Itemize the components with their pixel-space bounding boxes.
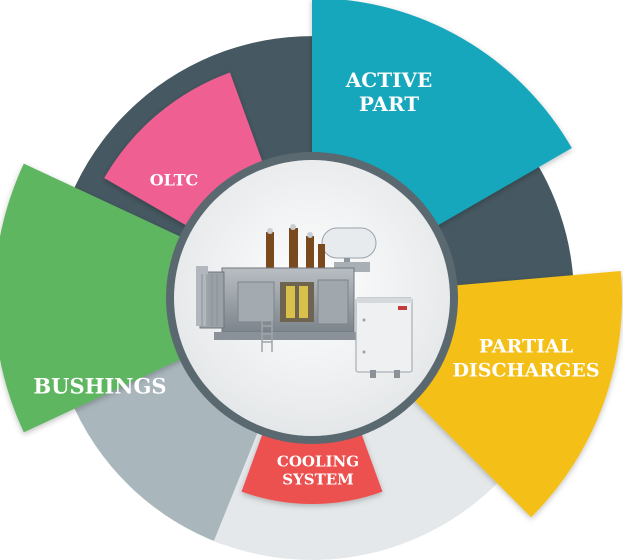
segment-oltc: OLTC	[104, 72, 265, 228]
segment-partial-discharges-wedge	[410, 270, 623, 518]
segment-cooling-system-wedge	[241, 429, 383, 504]
segment-active-part-label: ACTIVE	[345, 68, 432, 92]
segment-bushings-label: BUSHINGS	[33, 373, 166, 398]
segment-bushings-wedge	[0, 163, 186, 433]
segment-oltc-label: OLTC	[150, 171, 199, 190]
segment-cooling-system-label: COOLING	[277, 452, 359, 470]
ring-mid-section	[69, 350, 265, 545]
monitoring-cabinet	[355, 297, 413, 378]
segment-oltc-wedge	[104, 72, 265, 228]
cabinet-badge	[398, 306, 407, 310]
segment-partial-discharges-label: PARTIAL	[479, 336, 573, 358]
bushing-insulators	[266, 224, 325, 272]
segment-cooling-system-label: SYSTEM	[282, 470, 354, 488]
segment-partial-discharges-label: DISCHARGES	[452, 360, 599, 382]
main-tank	[196, 266, 358, 352]
segment-active-part-label: PART	[359, 92, 419, 116]
transformer-illustration	[196, 224, 413, 378]
segment-bushings: BUSHINGS	[0, 163, 186, 433]
